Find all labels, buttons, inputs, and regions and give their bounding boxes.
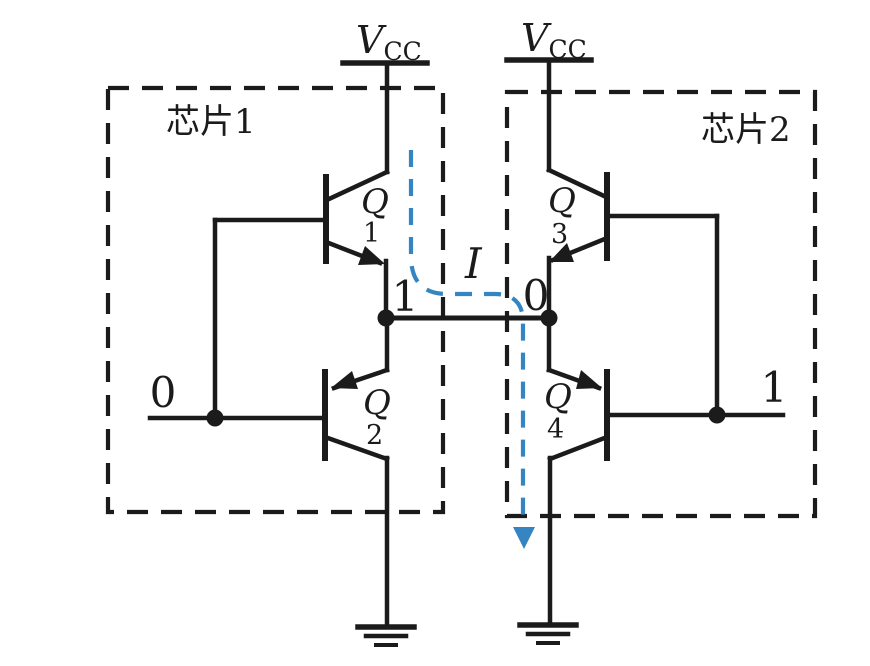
vcc2-subscript: CC bbox=[548, 35, 586, 64]
labels: VCC VCC 芯片1 芯片2 Q 1 Q 2 Q 3 Q 4 0 1 0 1 … bbox=[150, 16, 791, 451]
q2-designator: Q 2 bbox=[363, 383, 391, 451]
q2-letter: Q bbox=[363, 383, 391, 423]
chip1-input-level: 0 bbox=[150, 368, 177, 417]
q4-letter: Q bbox=[544, 377, 572, 417]
q1-number: 1 bbox=[363, 218, 380, 249]
chip2-boundary-box bbox=[504, 89, 818, 519]
junctions-and-arrows bbox=[206, 243, 726, 427]
q3-designator: Q 3 bbox=[548, 181, 576, 250]
ground-symbol-left bbox=[355, 624, 417, 647]
node-level-chip2-output: 0 bbox=[523, 271, 550, 320]
chip1-boundary-box bbox=[105, 85, 446, 515]
junction-dot-chip1-input bbox=[206, 409, 224, 427]
q1-collector-lead bbox=[326, 169, 390, 202]
q4-number: 4 bbox=[547, 414, 564, 445]
junction-dot-chip2-input bbox=[708, 406, 726, 424]
chip1-title: 芯片1 bbox=[166, 102, 256, 142]
vcc2-label: VCC bbox=[521, 16, 587, 64]
q3-collector-lead bbox=[546, 167, 607, 199]
q1-designator: Q 1 bbox=[361, 182, 389, 249]
q3-emitter-arrow bbox=[549, 243, 574, 262]
current-direction-arrow bbox=[513, 527, 535, 549]
q1-letter: Q bbox=[361, 182, 389, 222]
chip2-input-level: 1 bbox=[761, 363, 788, 412]
vcc1-subscript: CC bbox=[383, 37, 421, 66]
current-label: I bbox=[464, 239, 483, 288]
q2-arrow bbox=[331, 371, 358, 389]
vcc1-symbol: V bbox=[356, 18, 387, 62]
ground-symbol-right bbox=[517, 622, 579, 645]
q4-arrow bbox=[576, 370, 602, 389]
q3-letter: Q bbox=[548, 181, 576, 221]
current-path-dashed-line bbox=[408, 150, 526, 526]
q1-emitter-arrow bbox=[358, 246, 385, 265]
node-level-chip1-output: 1 bbox=[392, 272, 419, 321]
chip-boundaries bbox=[105, 85, 818, 519]
current-path-group bbox=[408, 150, 535, 549]
q4-emitter-lead bbox=[547, 434, 610, 462]
q4-designator: Q 4 bbox=[544, 377, 572, 445]
junction-dot-node1 bbox=[377, 309, 395, 327]
vcc2-symbol: V bbox=[521, 16, 552, 60]
junction-dot-node0 bbox=[540, 309, 558, 327]
vcc1-label: VCC bbox=[356, 18, 422, 66]
q2-emitter-lead bbox=[322, 434, 390, 462]
chip2-title: 芯片2 bbox=[701, 110, 791, 150]
q3-number: 3 bbox=[551, 219, 568, 250]
circuit-wires bbox=[147, 57, 786, 647]
q2-number: 2 bbox=[366, 420, 383, 451]
